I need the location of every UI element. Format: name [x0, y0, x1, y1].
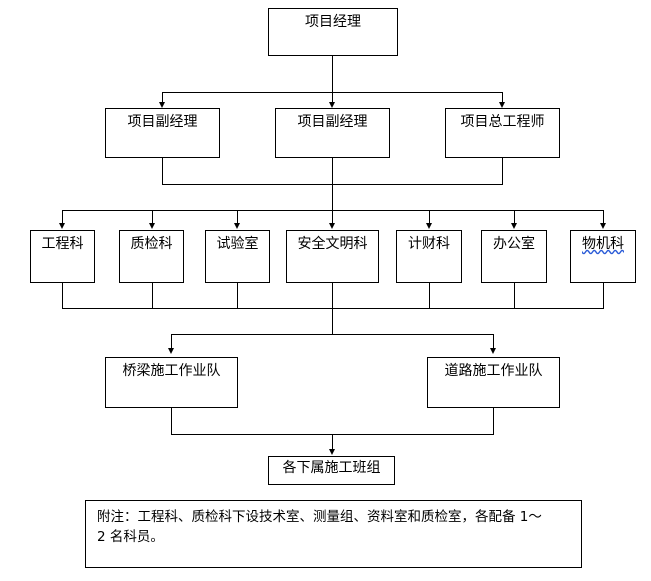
- connector-l2-stem-mid: [332, 92, 333, 106]
- connector-l2-to-l3-drop: [332, 158, 333, 210]
- node-label: 质检科: [130, 236, 173, 252]
- connector-l3-stem-5: [429, 210, 430, 224]
- node-equipment-dept[interactable]: 物机科: [570, 230, 636, 283]
- connector-l4-down-right: [493, 408, 494, 434]
- connector-l3-stem-3: [237, 210, 238, 224]
- note-box: 附注：工程科、质检科下设技术室、测量组、资料室和质检室，各配备 1～ 2 名科员…: [85, 500, 582, 568]
- arrow-l2-left: [159, 102, 165, 108]
- node-label: 桥梁施工作业队: [122, 363, 221, 379]
- arrow-l3-7: [600, 223, 606, 229]
- node-bridge-construction-team[interactable]: 桥梁施工作业队: [105, 357, 238, 408]
- node-label: 道路施工作业队: [444, 363, 543, 379]
- connector-l3-stem-7: [603, 210, 604, 224]
- node-subordinate-work-groups[interactable]: 各下属施工班组: [268, 456, 395, 485]
- node-label: 各下属施工班组: [282, 460, 381, 476]
- arrow-l3-2: [149, 223, 155, 229]
- node-label: 安全文明科: [297, 236, 368, 252]
- connector-l4-down-left: [171, 408, 172, 434]
- node-quality-inspection-dept[interactable]: 质检科: [119, 230, 184, 283]
- connector-l3-down-1: [62, 283, 63, 308]
- note-line-1: 附注：工程科、质检科下设技术室、测量组、资料室和质检室，各配备 1～: [97, 509, 542, 525]
- connector-l3-down-4: [332, 283, 333, 308]
- arrow-l4-left: [168, 348, 174, 354]
- node-chief-engineer[interactable]: 项目总工程师: [445, 108, 560, 158]
- connector-l3-stem-6: [514, 210, 515, 224]
- arrow-l3-4: [329, 223, 335, 229]
- node-project-manager[interactable]: 项目经理: [268, 8, 398, 56]
- connector-l3-stem-1: [62, 210, 63, 224]
- node-road-construction-team[interactable]: 道路施工作业队: [427, 357, 560, 408]
- connector-l3-down-5: [429, 283, 430, 308]
- note-line-2: 2 名科员。: [97, 528, 164, 545]
- node-safety-civilization-dept[interactable]: 安全文明科: [286, 230, 379, 283]
- connector-l3-down-6: [514, 283, 515, 308]
- node-label: 办公室: [493, 236, 535, 252]
- connector-l3-down-3: [237, 283, 238, 308]
- arrow-l3-5: [426, 223, 432, 229]
- connector-l3-stem-2: [152, 210, 153, 224]
- node-label: 工程科: [41, 236, 84, 252]
- connector-l2-stem-left: [162, 92, 163, 106]
- connector-l2-down-left: [162, 158, 163, 184]
- connector-l4-stem-right: [493, 334, 494, 348]
- node-label: 试验室: [216, 236, 259, 252]
- node-label: 项目总工程师: [460, 114, 545, 130]
- node-finance-dept[interactable]: 计财科: [396, 230, 462, 283]
- node-office[interactable]: 办公室: [481, 230, 547, 283]
- connector-l3-stem-4: [332, 210, 333, 224]
- node-label: 项目经理: [305, 14, 361, 30]
- node-engineering-dept[interactable]: 工程科: [30, 230, 95, 283]
- node-label: 项目副经理: [297, 114, 368, 130]
- connector-l3-down-7: [603, 283, 604, 308]
- connector-l2-stem-right: [502, 92, 503, 106]
- arrow-l5: [329, 449, 335, 455]
- arrow-l2-mid: [329, 102, 335, 108]
- arrow-l3-6: [511, 223, 517, 229]
- connector-l4-bus: [171, 334, 493, 335]
- connector-l3-down-2: [152, 283, 153, 308]
- node-label: 物机科: [582, 236, 624, 252]
- node-label: 项目副经理: [127, 114, 198, 130]
- arrow-l4-right: [490, 348, 496, 354]
- connector-l4-drop: [332, 308, 333, 334]
- connector-l4-stem-left: [171, 334, 172, 348]
- arrow-l3-1: [59, 223, 65, 229]
- arrow-l2-right: [499, 102, 505, 108]
- connector-l3-merge-bus: [62, 308, 604, 309]
- node-label: 计财科: [408, 236, 450, 252]
- connector-l5-drop: [332, 434, 333, 450]
- connector-l2-down-right: [502, 158, 503, 184]
- node-deputy-manager-2[interactable]: 项目副经理: [275, 108, 390, 158]
- node-laboratory[interactable]: 试验室: [205, 230, 270, 283]
- connector-l1-drop: [332, 56, 333, 92]
- arrow-l3-3: [234, 223, 240, 229]
- node-deputy-manager-1[interactable]: 项目副经理: [105, 108, 220, 158]
